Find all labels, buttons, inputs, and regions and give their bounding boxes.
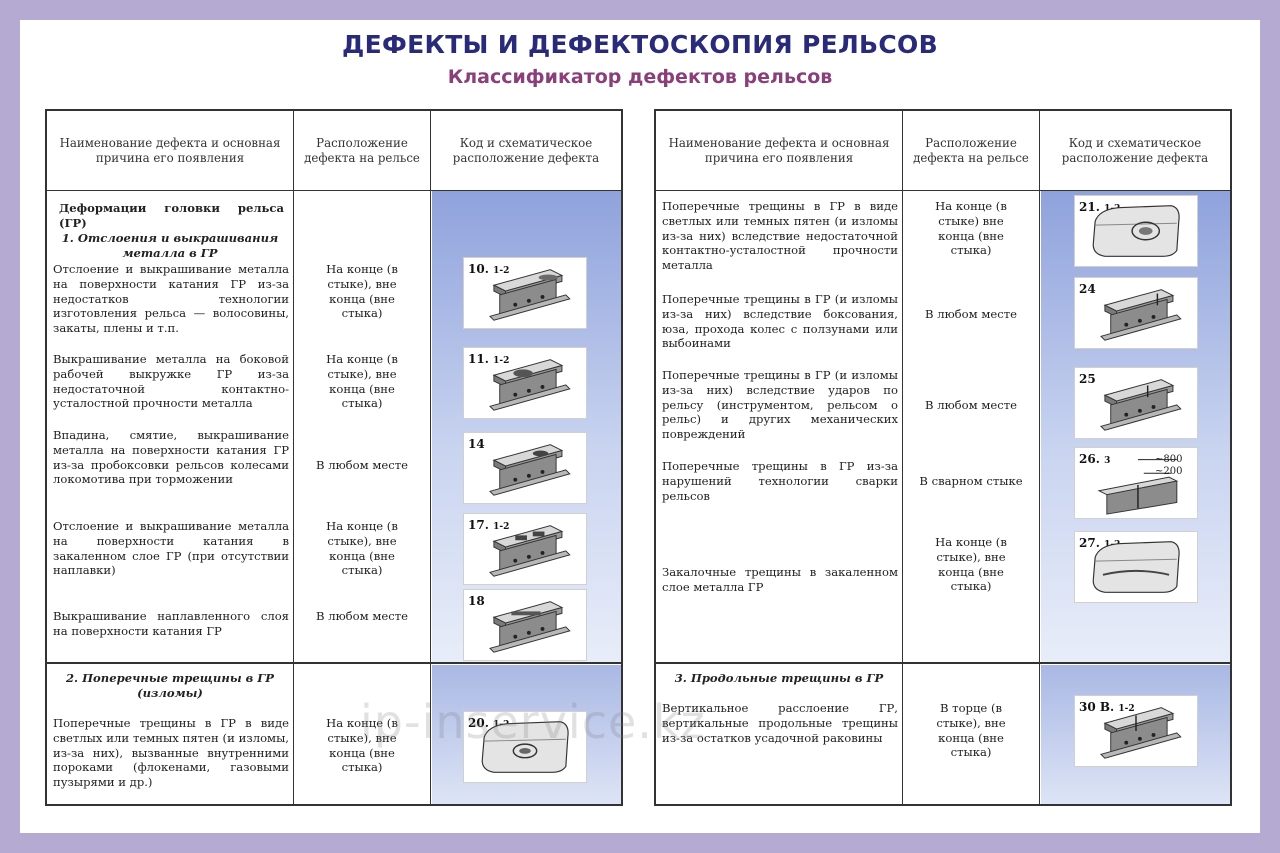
left-row-2-image: 11. 1-2	[463, 347, 587, 419]
rail-defect-18-icon	[489, 601, 571, 653]
left-header-name: Наименование дефекта и основная причина …	[59, 136, 281, 165]
left-row-2-text: Выкрашивание металла на боковой рабочей …	[53, 352, 289, 411]
right-row-2-text: Поперечные трещины в ГР (и изломы из-за …	[662, 292, 898, 351]
right-row-5-text: Закалочные трещины в закаленном слое мет…	[662, 565, 898, 594]
right-row-2-location: В любом месте	[925, 307, 1017, 321]
rail-defect-11-icon	[489, 359, 571, 411]
right-row-1-image: 21. 1-2	[1074, 195, 1198, 267]
right-row-6-image: 30 В. 1-2	[1074, 695, 1198, 767]
left-row-5-location: В любом месте	[316, 609, 408, 623]
right-row-6-text: Вертикальное расслоение ГР, вертикальные…	[662, 701, 898, 745]
left-row-1-location: На конце (в стыке), вне конца (вне стыка…	[326, 262, 398, 321]
left-row-4-location: На конце (в стыке), вне конца (вне стыка…	[326, 519, 398, 578]
right-row-3-location: В любом месте	[925, 398, 1017, 412]
left-row-1-text: Отслоение и выкрашивание металла на пове…	[53, 262, 289, 336]
poster: ДЕФЕКТЫ И ДЕФЕКТОСКОПИЯ РЕЛЬСОВ Классифи…	[20, 20, 1260, 833]
rail-defect-24-icon	[1100, 289, 1182, 341]
right-row-5-location: На конце (в стыке), вне конца (вне стыка…	[935, 535, 1007, 594]
right-header-name: Наименование дефекта и основная причина …	[668, 136, 890, 165]
left-header-location: Расположение дефекта на рельсе	[304, 136, 420, 165]
right-row-1-location: На конце (в стыке) вне конца (вне стыка)	[935, 199, 1007, 258]
right-row-4-text: Поперечные трещины в ГР из-за нарушений …	[662, 459, 898, 503]
right-row-4-image: 26. 3 ~800 ~200	[1074, 447, 1198, 519]
rail-defect-30v-icon	[1100, 707, 1182, 759]
left-row-1-image: 10. 1-2	[463, 257, 587, 329]
right-table: Наименование дефекта и основная причина …	[654, 109, 1232, 806]
left-row-3-location: В любом месте	[316, 458, 408, 472]
left-row-6-text: Поперечные трещины в ГР в виде светлых и…	[53, 716, 289, 790]
right-row-2-image: 24	[1074, 277, 1198, 349]
right-header-code: Код и схематическое расположение дефекта	[1061, 136, 1209, 165]
right-row-1-text: Поперечные трещины в ГР в виде светлых и…	[662, 199, 898, 273]
left-row-3-image: 14	[463, 432, 587, 504]
left-section-title-1: Деформации головки рельса (ГР)	[59, 201, 284, 230]
left-row-5-image: 18	[463, 589, 587, 661]
left-row-4-image: 17. 1-2	[463, 513, 587, 585]
rail-defect-27-icon	[1092, 541, 1180, 593]
right-row-6-location: В торце (в стыке), вне конца (вне стыка)	[936, 701, 1006, 760]
rail-defect-10-icon	[489, 269, 571, 321]
page-title: ДЕФЕКТЫ И ДЕФЕКТОСКОПИЯ РЕЛЬСОВ	[342, 30, 938, 59]
left-section-title-2: 2. Поперечные трещины в ГР (изломы)	[65, 671, 275, 700]
left-row-4-text: Отслоение и выкрашивание металла на пове…	[53, 519, 289, 578]
rail-defect-14-icon	[489, 444, 571, 496]
left-row-2-location: На конце (в стыке), вне конца (вне стыка…	[326, 352, 398, 411]
right-header-location: Расположение дефекта на рельсе	[913, 136, 1029, 165]
right-row-3-image: 25	[1074, 367, 1198, 439]
right-row-4-location: В сварном стыке	[919, 474, 1023, 488]
rail-defect-25-icon	[1100, 379, 1182, 431]
rail-defect-20-icon	[481, 721, 569, 773]
left-row-6-image: 20. 1-2	[463, 711, 587, 783]
right-section-title-3: 3. Продольные трещины в ГР	[674, 671, 884, 685]
left-row-5-text: Выкрашивание наплавленного слоя на повер…	[53, 609, 289, 638]
dimension-200-label: ~200	[1155, 466, 1183, 477]
rail-defect-17-icon	[489, 525, 571, 577]
left-row-6-location: На конце (в стыке), вне конца (вне стыка…	[326, 716, 398, 775]
page-subtitle: Классификатор дефектов рельсов	[447, 66, 833, 88]
right-row-5-image: 27. 1-2	[1074, 531, 1198, 603]
left-subsection-title-1: 1. Отслоения и выкрашивания металла в ГР	[61, 231, 279, 260]
rail-defect-26-icon	[1098, 459, 1178, 515]
left-table: Наименование дефекта и основная причина …	[45, 109, 623, 806]
rail-defect-21-icon	[1092, 205, 1180, 257]
left-header-code: Код и схематическое расположение дефекта	[452, 136, 600, 165]
right-row-3-text: Поперечные трещины в ГР (и изломы из-за …	[662, 368, 898, 442]
left-row-3-text: Впадина, смятие, выкрашивание металла на…	[53, 428, 289, 487]
